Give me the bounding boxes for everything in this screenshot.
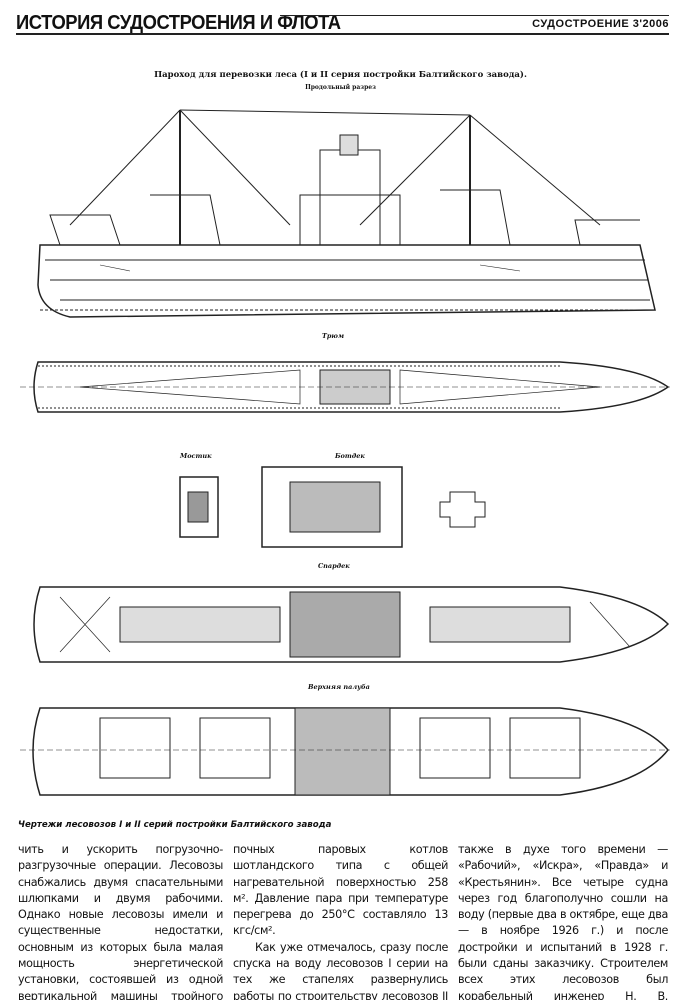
header-rule-bottom (16, 33, 669, 35)
article-column-2: почных паровых котлов шотландского типа … (233, 842, 448, 1000)
profile-label: Продольный разрез (305, 84, 376, 91)
upperdeck-plan-drawing (20, 707, 670, 796)
paragraph: Как уже отмечалось, сразу после спуска н… (233, 940, 448, 1000)
section-title: ИСТОРИЯ СУДОСТРОЕНИЯ И ФЛОТА (16, 12, 341, 34)
header-rule (280, 15, 669, 16)
spardeck-plan-drawing (33, 586, 670, 663)
hold-plan-drawing (20, 361, 670, 413)
figure-title: Пароход для перевозки леса (I и II серия… (154, 70, 527, 80)
article-column-3: также в духе того времени — «Рабочий», «… (458, 842, 668, 1000)
hold-label: Трюм (322, 332, 345, 340)
paragraph: чить и ускорить погрузочно-разгрузочные … (18, 843, 223, 1000)
paragraph: почных паровых котлов шотландского типа … (233, 843, 448, 938)
issue-label: СУДОСТРОЕНИЕ 3'2006 (532, 18, 669, 30)
spardeck-label: Спардек (318, 562, 350, 570)
ship-profile-drawing (37, 109, 656, 318)
paragraph: также в духе того времени — «Рабочий», «… (458, 843, 668, 1000)
bridge-boatdeck-drawing (179, 466, 486, 548)
bridge-label: Мостик (180, 452, 212, 460)
article-column-1: чить и ускорить погрузочно-разгрузочные … (18, 842, 223, 1000)
figure-caption: Чертежи лесовозов I и II серий постройки… (18, 820, 332, 830)
boatdeck-label: Ботдек (335, 452, 365, 460)
upperdeck-label: Верхняя палуба (308, 683, 370, 691)
